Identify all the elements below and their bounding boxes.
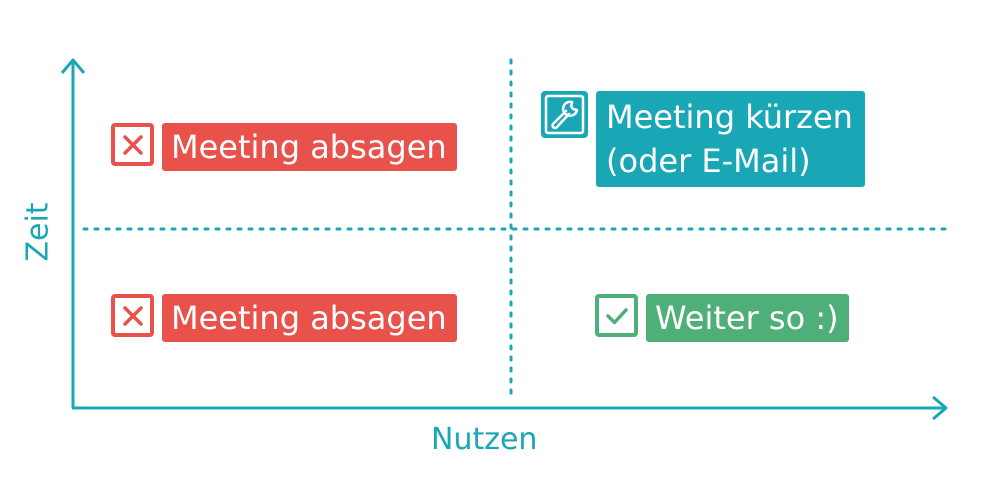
quadrant-top-right-label: Meeting kürzen (oder E-Mail) <box>596 91 865 187</box>
quadrant-top-right-label-line2: (oder E-Mail) <box>606 142 811 180</box>
quadrant-bottom-right-label: Weiter so :) <box>646 294 849 342</box>
quadrant-bottom-left-label: Meeting absagen <box>162 294 457 342</box>
wrench-icon <box>541 91 588 138</box>
quadrant-top-left: Meeting absagen <box>111 123 457 171</box>
x-axis-arrow <box>932 395 948 421</box>
y-axis-label: Zeit <box>20 202 56 262</box>
x-icon <box>111 123 154 166</box>
quadrant-top-right: Meeting kürzen (oder E-Mail) <box>541 91 865 187</box>
y-axis-arrow <box>60 58 86 74</box>
x-axis-label: Nutzen <box>431 422 538 457</box>
quadrant-bottom-left: Meeting absagen <box>111 294 457 342</box>
x-icon <box>111 294 154 337</box>
check-icon <box>595 294 638 337</box>
quadrant-bottom-right: Weiter so :) <box>595 294 849 342</box>
quadrant-top-right-label-line1: Meeting kürzen <box>606 98 853 136</box>
quadrant-top-left-label: Meeting absagen <box>162 123 457 171</box>
